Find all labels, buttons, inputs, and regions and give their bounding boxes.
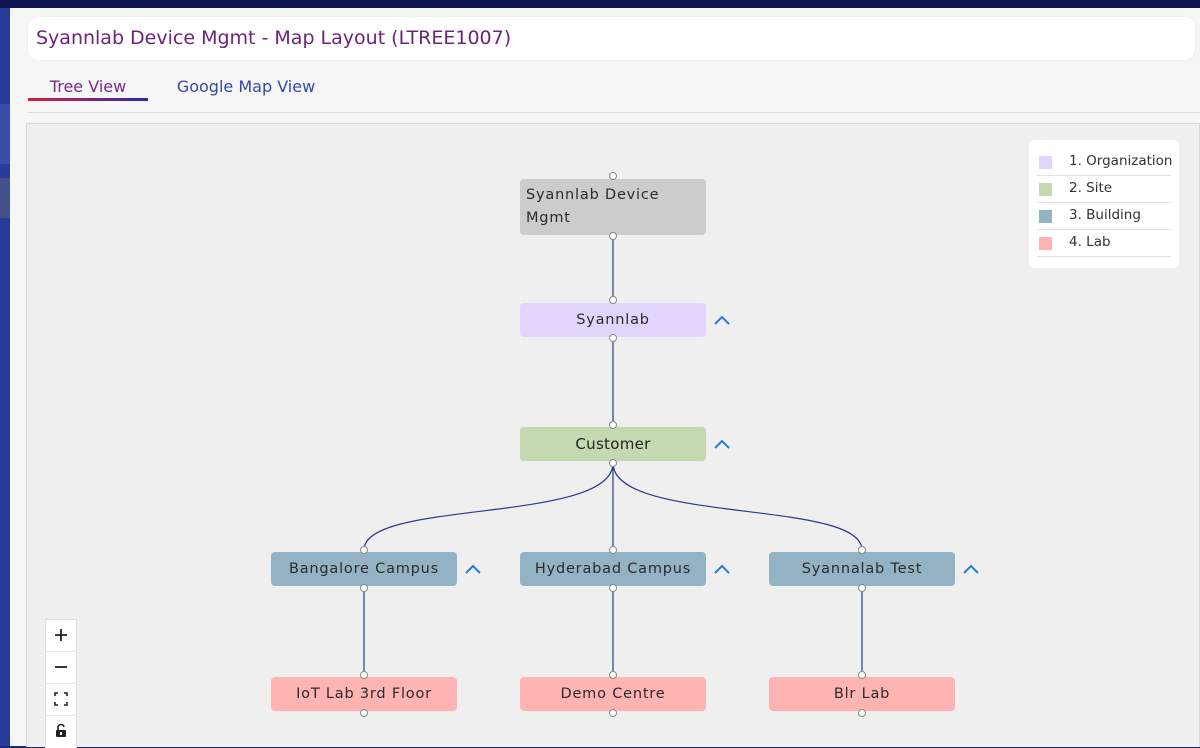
node-lab-demo-centre[interactable]: Demo Centre (520, 677, 706, 711)
main-panel: Syannlab Device Mgmt - Map Layout (LTREE… (10, 8, 1200, 748)
node-handle[interactable] (360, 584, 368, 592)
fit-view-button[interactable] (46, 684, 76, 716)
node-handle[interactable] (609, 546, 617, 554)
legend-item-organization: 1. Organization (1037, 149, 1173, 176)
tree-canvas[interactable]: Syannlab Device Mgmt Syannlab Customer B… (26, 123, 1200, 748)
node-handle[interactable] (858, 584, 866, 592)
node-organization-label: Syannlab (576, 312, 650, 328)
node-building-label: Bangalore Campus (288, 561, 440, 577)
active-tab-indicator (28, 98, 148, 101)
legend-swatch (1039, 237, 1052, 250)
node-handle[interactable] (609, 584, 617, 592)
tab-tree-view[interactable]: Tree View (28, 68, 148, 108)
legend-label: 1. Organization (1069, 153, 1173, 169)
node-lab-label: Blr Lab (833, 686, 891, 702)
collapse-hyderabad-chevron-up-icon[interactable] (712, 562, 732, 576)
node-lab-blr-lab[interactable]: Blr Lab (769, 677, 955, 711)
legend-swatch (1039, 183, 1052, 196)
collapse-organization-chevron-up-icon[interactable] (712, 313, 732, 327)
node-root[interactable]: Syannlab Device Mgmt (520, 179, 706, 235)
node-site-label: Customer (575, 435, 651, 453)
fit-view-icon (54, 692, 68, 706)
node-handle[interactable] (609, 296, 617, 304)
tab-google-map-view[interactable]: Google Map View (168, 68, 324, 108)
edge-site-syannalab-test (612, 462, 863, 551)
node-handle[interactable] (609, 671, 617, 679)
node-handle[interactable] (858, 546, 866, 554)
legend: 1. Organization 2. Site 3. Building 4. L… (1029, 140, 1179, 268)
title-card: Syannlab Device Mgmt - Map Layout (LTREE… (28, 17, 1195, 60)
collapse-site-chevron-up-icon[interactable] (712, 437, 732, 451)
node-handle[interactable] (360, 546, 368, 554)
zoom-out-icon (55, 666, 67, 668)
page-title: Syannlab Device Mgmt - Map Layout (LTREE… (36, 27, 512, 49)
side-strip (0, 8, 10, 746)
node-site[interactable]: Customer (520, 427, 706, 461)
node-building-label: Syannalab Test (801, 561, 923, 577)
toggle-interactivity-button[interactable] (46, 716, 76, 747)
node-handle[interactable] (858, 671, 866, 679)
tabs-divider (28, 112, 1200, 113)
node-building-label: Hyderabad Campus (534, 561, 692, 577)
legend-swatch (1039, 210, 1052, 223)
legend-label: 4. Lab (1069, 234, 1111, 250)
zoom-out-button[interactable] (46, 652, 76, 684)
node-root-label: Syannlab Device Mgmt (526, 187, 660, 226)
legend-label: 3. Building (1069, 207, 1141, 223)
tab-google-map-view-label: Google Map View (176, 77, 316, 96)
legend-item-site: 2. Site (1037, 176, 1171, 203)
zoom-in-icon (55, 629, 67, 641)
node-handle[interactable] (609, 334, 617, 342)
node-handle[interactable] (609, 421, 617, 429)
node-handle[interactable] (609, 232, 617, 240)
tab-tree-view-label: Tree View (49, 77, 127, 96)
node-organization[interactable]: Syannlab (520, 303, 706, 337)
collapse-syannalab-test-chevron-up-icon[interactable] (961, 562, 981, 576)
tree-edges (363, 237, 863, 675)
window-top-bar (0, 0, 1200, 8)
node-handle[interactable] (609, 709, 617, 717)
legend-item-building: 3. Building (1037, 203, 1171, 230)
node-lab-iot-lab[interactable]: IoT Lab 3rd Floor (271, 677, 457, 711)
canvas-controls (45, 619, 77, 748)
node-handle[interactable] (609, 172, 617, 180)
node-lab-label: IoT Lab 3rd Floor (296, 686, 432, 702)
node-lab-label: Demo Centre (560, 686, 666, 702)
side-strip-segment (0, 104, 10, 164)
node-building-bangalore[interactable]: Bangalore Campus (271, 552, 457, 586)
node-handle[interactable] (609, 459, 617, 467)
lock-icon (56, 724, 66, 737)
node-handle[interactable] (858, 709, 866, 717)
legend-label: 2. Site (1069, 180, 1113, 196)
node-building-syannalab-test[interactable]: Syannalab Test (769, 552, 955, 586)
side-strip-segment (0, 178, 10, 218)
node-building-hyderabad[interactable]: Hyderabad Campus (520, 552, 706, 586)
collapse-bangalore-chevron-up-icon[interactable] (463, 562, 483, 576)
zoom-in-button[interactable] (46, 620, 76, 652)
legend-swatch (1039, 156, 1052, 169)
edge-site-bangalore (363, 462, 614, 551)
node-handle[interactable] (360, 671, 368, 679)
node-handle[interactable] (360, 709, 368, 717)
legend-item-lab: 4. Lab (1037, 230, 1171, 257)
